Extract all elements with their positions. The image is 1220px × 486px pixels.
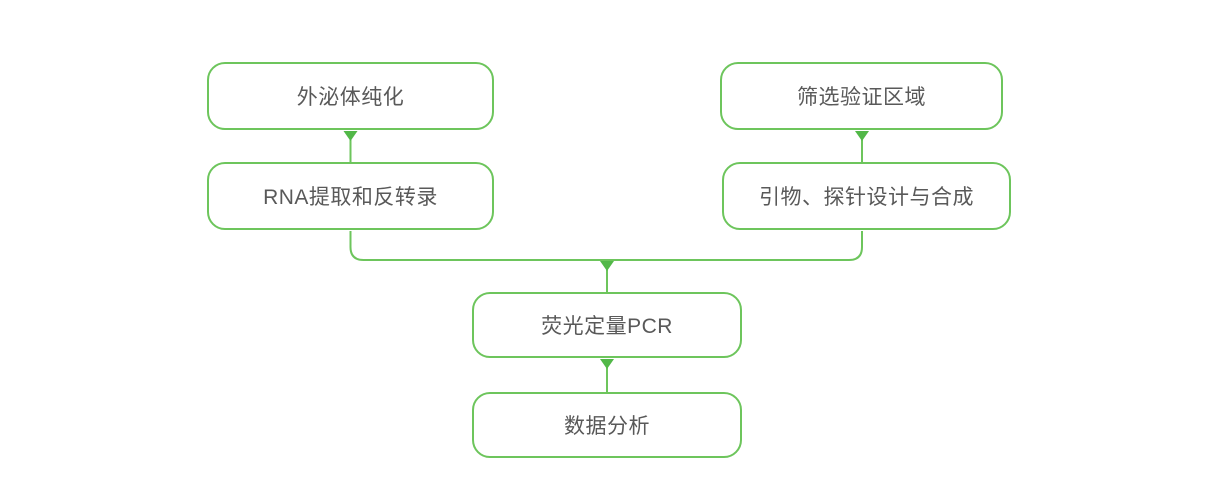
flow-node-fluorescence-quantitative-pcr[interactable]: 荧光定量PCR (472, 292, 742, 358)
flow-node-label: 荧光定量PCR (541, 315, 673, 338)
flow-node-label: 外泌体纯化 (296, 86, 405, 109)
flow-node-exosome-purification[interactable]: 外泌体纯化 (207, 62, 494, 130)
flow-node-label: 数据分析 (564, 415, 650, 438)
edge-merge-rail (349, 231, 863, 261)
flow-node-label: 引物、探针设计与合成 (759, 186, 974, 209)
arrowhead-exosome-to-rna-icon (343, 131, 358, 141)
flow-node-screening-validation-region[interactable]: 筛选验证区域 (720, 62, 1003, 130)
arrowhead-screening-to-primer-icon (855, 131, 869, 141)
arrowhead-merge-to-qpcr-icon (600, 261, 614, 271)
flow-node-primer-probe-design-synthesis[interactable]: 引物、探针设计与合成 (722, 162, 1011, 230)
flow-node-label: RNA提取和反转录 (263, 186, 438, 209)
flow-node-data-analysis[interactable]: 数据分析 (472, 392, 742, 458)
flow-node-rna-extraction-reverse-transcription[interactable]: RNA提取和反转录 (207, 162, 494, 230)
flow-node-label: 筛选验证区域 (797, 86, 926, 109)
arrowhead-qpcr-to-analysis-icon (600, 359, 614, 369)
